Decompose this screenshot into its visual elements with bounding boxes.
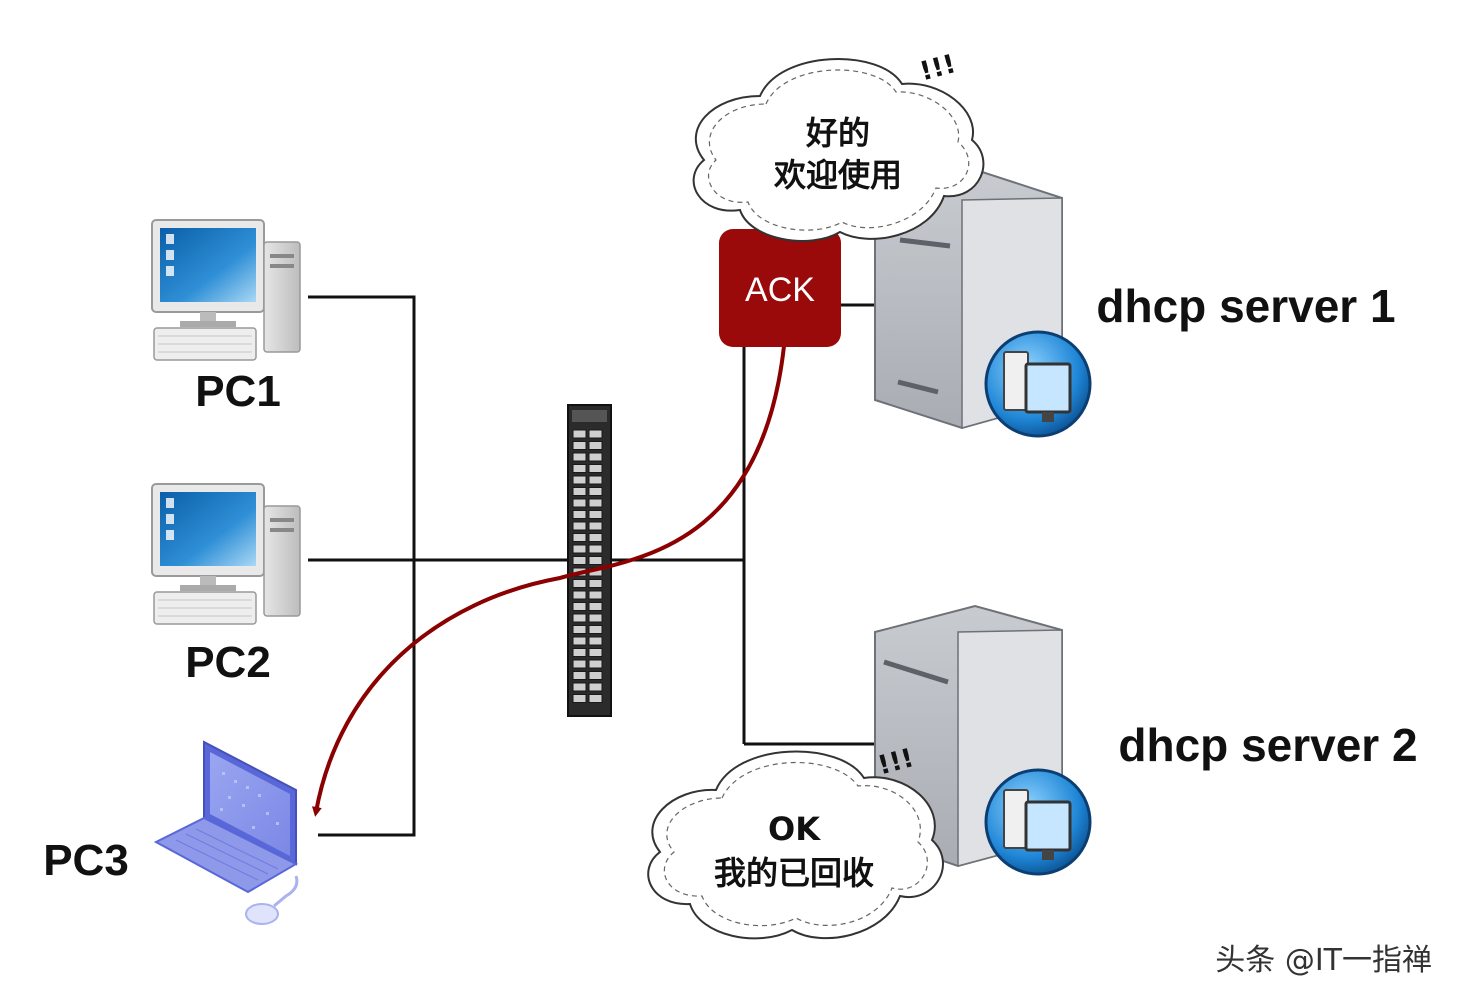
switch-port xyxy=(588,636,603,646)
pc1-label: PC1 xyxy=(195,367,281,416)
switch-port xyxy=(572,636,587,646)
switch-port xyxy=(572,682,587,692)
switch-port xyxy=(572,475,587,485)
switch-port xyxy=(588,671,603,680)
switch-port xyxy=(572,464,587,473)
switch-port xyxy=(572,613,587,623)
switch-port xyxy=(588,648,603,657)
switch-port xyxy=(588,682,603,692)
switch-port xyxy=(572,452,587,462)
switch-port xyxy=(572,590,587,600)
switch-port xyxy=(588,694,603,703)
switch-port xyxy=(588,659,603,669)
switch-port xyxy=(572,648,587,657)
switch-port xyxy=(588,464,603,473)
server1-label: dhcp server 1 xyxy=(1096,280,1395,332)
switch-port xyxy=(572,625,587,634)
switch-port xyxy=(572,602,587,611)
switch-port xyxy=(572,556,587,565)
bubble1-exclaim-icon: !!! xyxy=(917,49,959,87)
switch-port xyxy=(572,487,587,496)
bubble2-line1: OK xyxy=(768,810,821,848)
switch-port xyxy=(588,452,603,462)
switch-port xyxy=(588,625,603,634)
dhcp-server-1 xyxy=(874,166,1092,438)
switch-port xyxy=(572,659,587,669)
switch-port xyxy=(572,671,587,680)
pc2-desktop xyxy=(151,483,301,625)
speech-bubble-server2: OK 我的已回收 !!! xyxy=(647,743,944,940)
speech-bubble-server1: 好的 欢迎使用 !!! xyxy=(692,49,985,242)
switch-port xyxy=(572,498,587,508)
pc2-label: PC2 xyxy=(185,638,271,687)
switch-port xyxy=(572,441,587,450)
switch-port xyxy=(588,487,603,496)
switch-port xyxy=(572,544,587,554)
switch-port xyxy=(572,521,587,531)
network-switch xyxy=(567,404,612,717)
pc3-label: PC3 xyxy=(43,836,129,885)
ack-label: ACK xyxy=(745,271,815,309)
watermark: 头条 @IT一指禅 xyxy=(1215,943,1432,978)
switch-port xyxy=(588,533,603,542)
switch-port xyxy=(588,602,603,611)
bubble1-line1: 好的 xyxy=(805,114,870,152)
bubble2-line2: 我的已回收 xyxy=(714,854,874,892)
switch-port xyxy=(572,533,587,542)
switch-port xyxy=(572,429,587,439)
switch-port xyxy=(572,694,587,703)
switch-port xyxy=(588,579,603,588)
switch-port xyxy=(588,441,603,450)
ack-path-arrow xyxy=(311,345,786,817)
ack-packet: ACK xyxy=(719,229,841,347)
switch-port xyxy=(588,544,603,554)
switch-port xyxy=(588,510,603,519)
switch-port xyxy=(588,475,603,485)
switch-ports xyxy=(572,429,603,703)
pc3-laptop xyxy=(153,740,299,925)
switch-port xyxy=(572,510,587,519)
switch-port xyxy=(588,498,603,508)
bubble1-line2: 欢迎使用 xyxy=(773,156,902,194)
switch-port xyxy=(572,579,587,588)
switch-port xyxy=(588,613,603,623)
switch-port xyxy=(588,556,603,565)
pc1-desktop xyxy=(151,219,301,361)
switch-port xyxy=(588,521,603,531)
switch-port xyxy=(588,590,603,600)
wire-pc1 xyxy=(308,295,416,837)
switch-port xyxy=(588,429,603,439)
server2-label: dhcp server 2 xyxy=(1118,719,1417,771)
